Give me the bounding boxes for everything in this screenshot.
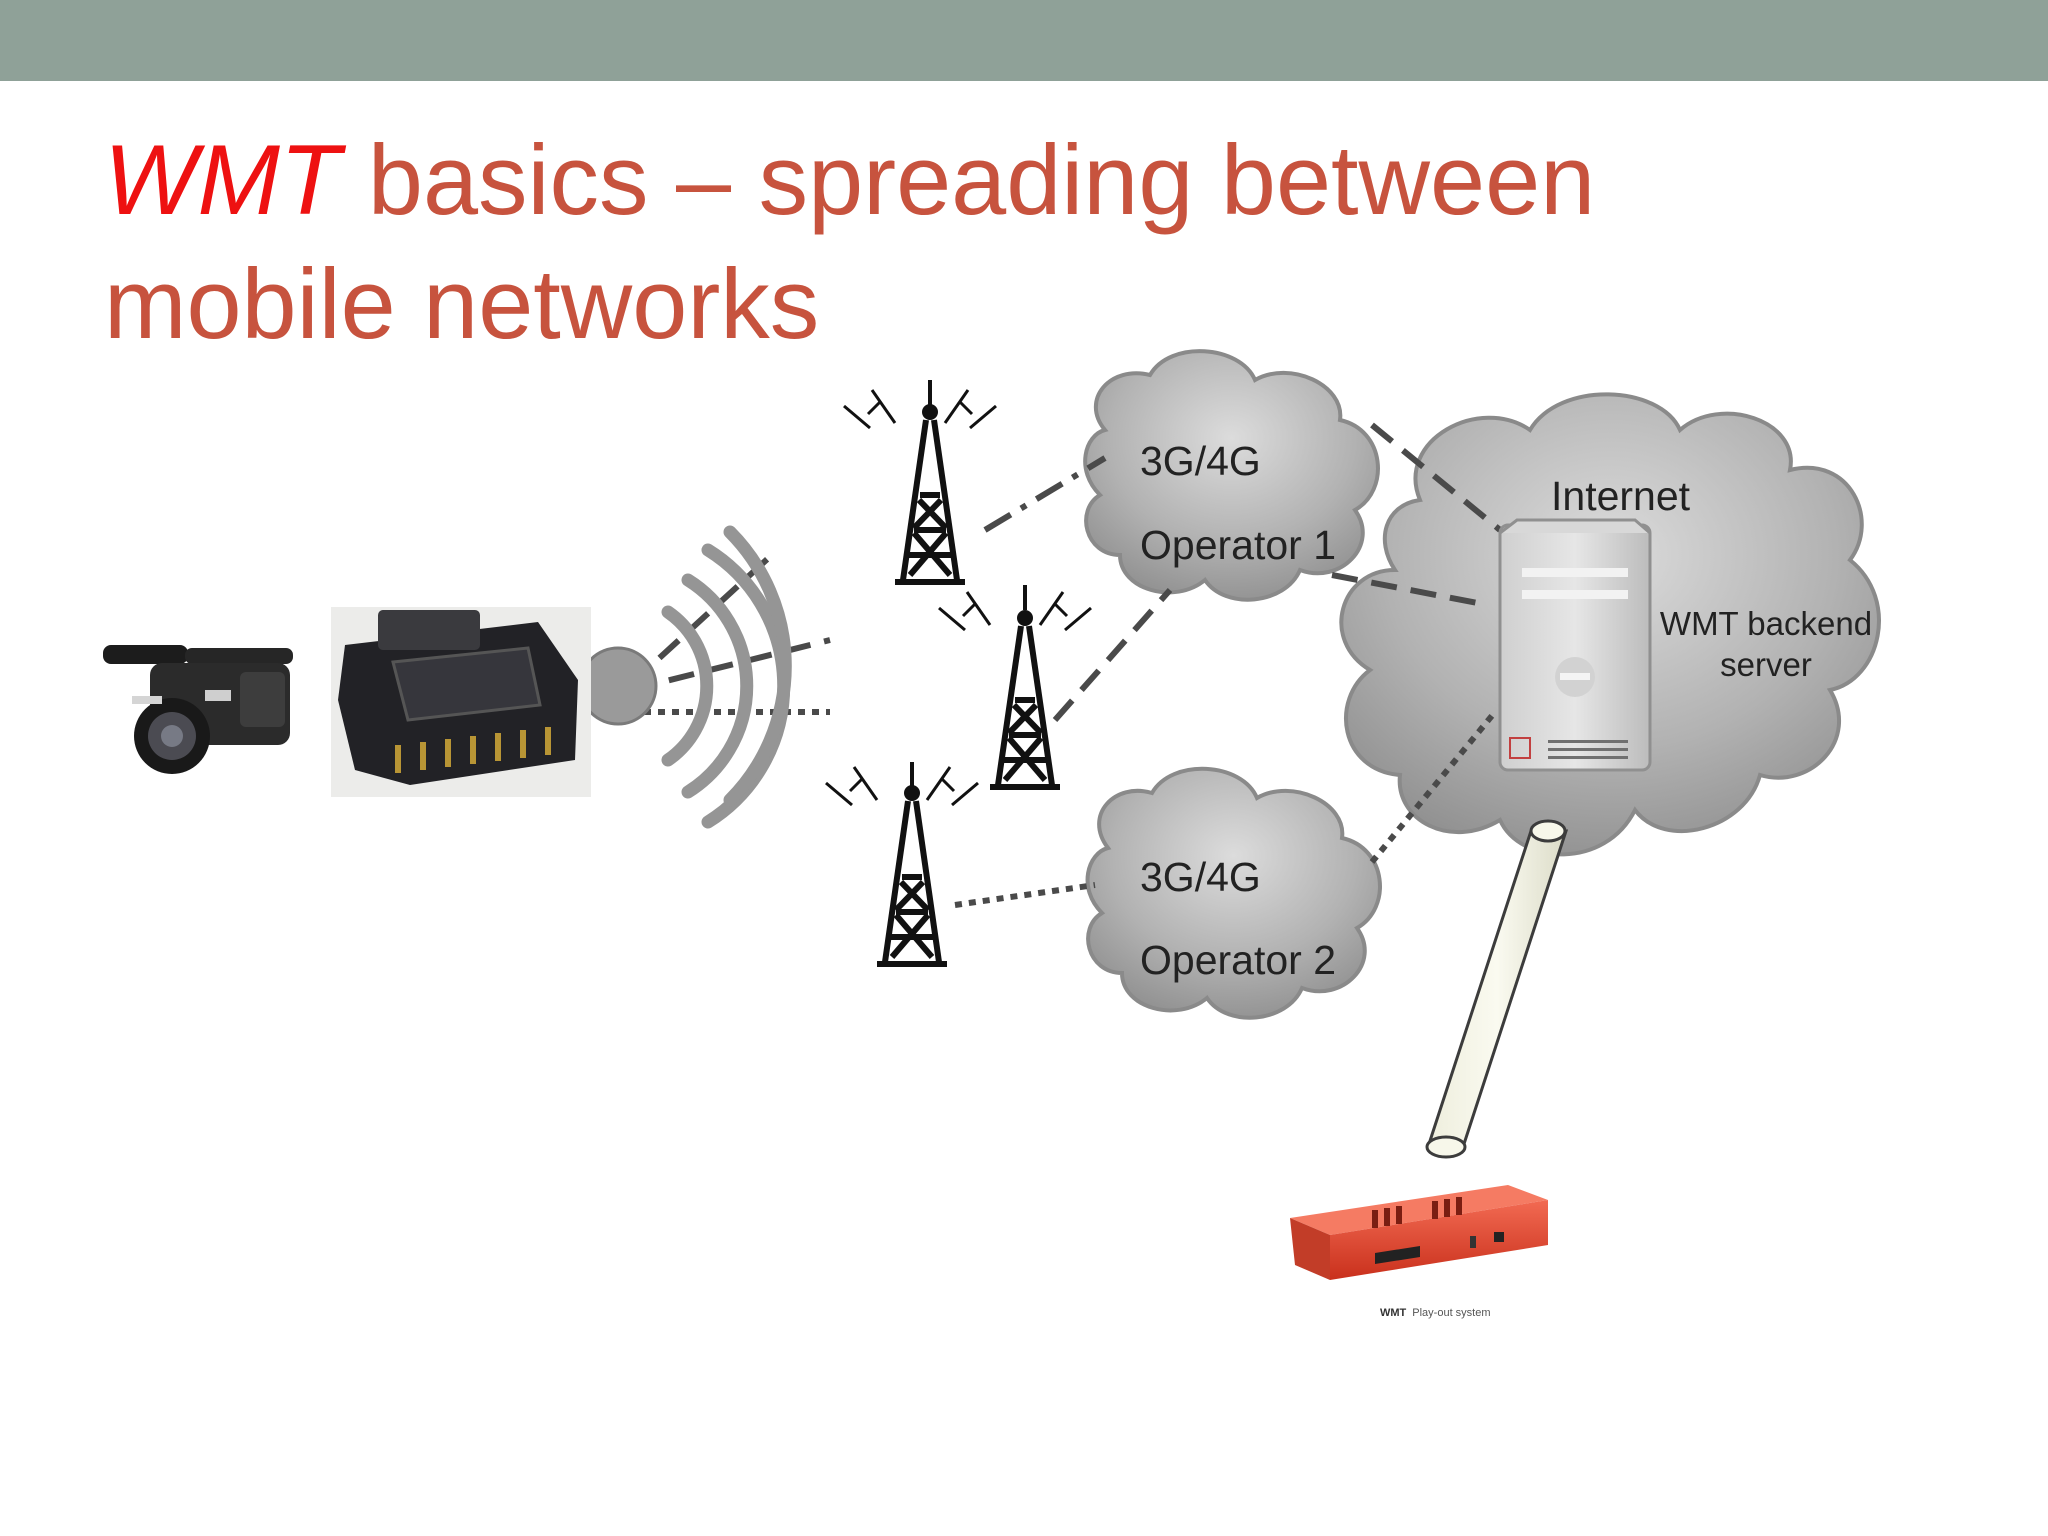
connection-tube xyxy=(1425,819,1569,1159)
playout-caption: WMT Play-out system xyxy=(1380,1307,1491,1319)
backend-server-icon xyxy=(1498,518,1652,772)
link-modem-up xyxy=(627,549,778,688)
title-emphasis: WMT xyxy=(104,124,341,235)
link-modem-mid xyxy=(629,637,831,693)
links xyxy=(627,422,1502,908)
link-tower1-op1 xyxy=(983,455,1107,533)
server-label-line1: WMT backend xyxy=(1660,605,1872,642)
operator1-cloud xyxy=(1083,349,1380,602)
slide-title: WMT basics – spreading between mobile net… xyxy=(104,118,1904,366)
link-op2-server xyxy=(1369,710,1498,864)
title-line2: mobile networks xyxy=(104,248,820,359)
top-band xyxy=(0,0,2048,81)
operator2-line1-label: 3G/4G xyxy=(1140,854,1261,900)
operator1-line2-label: Operator 1 xyxy=(1140,522,1336,568)
title-line1: basics – spreading between xyxy=(340,124,1596,235)
link-tower2-op1 xyxy=(1052,588,1173,722)
playout-caption-brand: WMT xyxy=(1380,1307,1407,1319)
operator2-cloud xyxy=(1085,766,1382,1020)
cell-tower-1-icon xyxy=(843,380,997,585)
playout-system-icon xyxy=(1290,1185,1548,1280)
link-tower3-op2 xyxy=(954,882,1096,908)
cell-tower-3-icon xyxy=(825,762,979,967)
cell-tower-2-icon xyxy=(938,585,1092,790)
playout-caption-text: Play-out system xyxy=(1412,1307,1490,1319)
server-label-line2: server xyxy=(1720,646,1812,683)
link-op1-server-a xyxy=(1370,422,1502,533)
internet-label: Internet xyxy=(1551,473,1691,519)
operator2-line2-label: Operator 2 xyxy=(1140,937,1336,983)
link-op1-server-b xyxy=(1331,572,1489,608)
radio-waves xyxy=(578,525,792,829)
transmitter-device xyxy=(331,607,591,797)
operator1-line1-label: 3G/4G xyxy=(1140,438,1261,484)
radio-source xyxy=(578,646,658,726)
video-camera-icon xyxy=(103,645,293,774)
